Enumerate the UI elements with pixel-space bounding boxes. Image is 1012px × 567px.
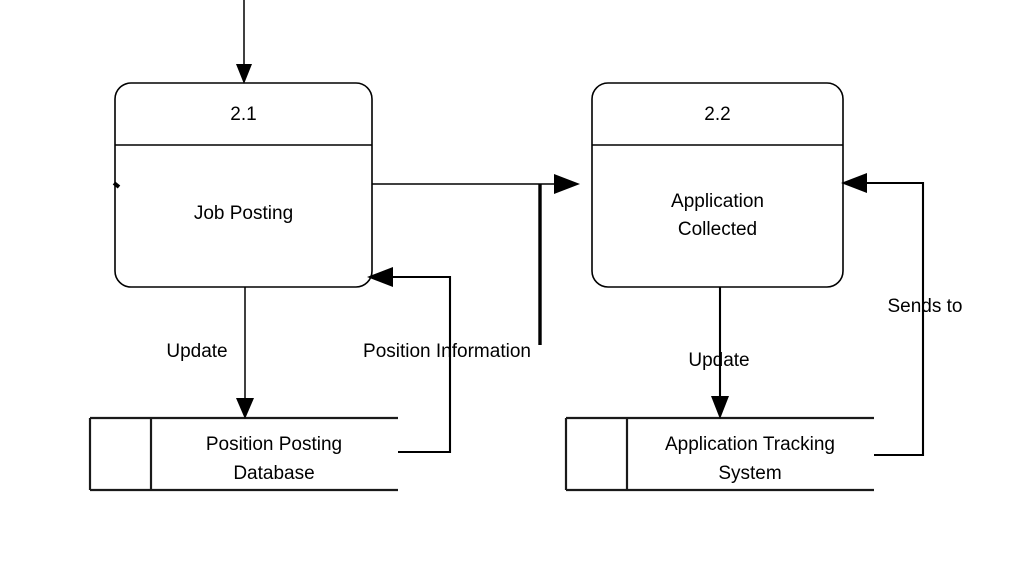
flow-external-in-arrowhead [236, 64, 252, 84]
data-store-position-posting-database[interactable]: Position Posting Database [88, 416, 398, 492]
flow-sends-to-label: Sends to [888, 296, 963, 317]
store-left-name-line1: Position Posting [206, 434, 342, 455]
process-2-2-body-fill [592, 83, 843, 287]
process-2-1-name-line1: Job Posting [194, 203, 293, 224]
process-2-2-name-line2: Collected [678, 219, 757, 240]
flow-update-right-label: Update [688, 350, 749, 371]
data-store-application-tracking-system[interactable]: Application Tracking System [564, 416, 874, 492]
process-2-2[interactable]: 2.2 Application Collected [591, 82, 844, 288]
flow-sends-to-arrowhead [841, 173, 867, 193]
flow-update-right[interactable]: Update [688, 287, 750, 419]
process-2-1-left-connector-stub [112, 181, 121, 189]
flow-update-right-arrowhead [711, 396, 729, 419]
flow-update-left-arrowhead [236, 398, 254, 419]
store-left-name-line2: Database [233, 463, 314, 484]
flow-position-information-label: Position Information [363, 341, 531, 362]
flow-process-2-1-to-process-2-2[interactable] [372, 174, 580, 194]
store-right-name-line2: System [718, 463, 781, 484]
flow-position-information[interactable]: Position Information [363, 267, 531, 454]
process-2-1[interactable]: 2.1 Job Posting [112, 82, 373, 288]
process-2-2-id: 2.2 [704, 104, 730, 125]
flow-update-left[interactable]: Update [166, 287, 254, 419]
flow-position-information-line [391, 275, 452, 454]
process-2-1-id: 2.1 [230, 104, 256, 125]
store-right-name-line1: Application Tracking [665, 434, 835, 455]
flow-sends-to-line [865, 181, 925, 457]
flow-external-to-process-2-1[interactable] [236, 0, 252, 84]
flow-update-left-label: Update [166, 341, 227, 362]
process-2-2-name-line1: Application [671, 191, 764, 212]
flow-sends-to[interactable]: Sends to [841, 173, 963, 457]
process-2-1-body-fill [115, 83, 372, 287]
process-2-2-outline [591, 82, 844, 288]
flow-position-information-arrowhead [367, 267, 393, 287]
flow-2-1-to-2-2-arrowhead [554, 174, 580, 194]
